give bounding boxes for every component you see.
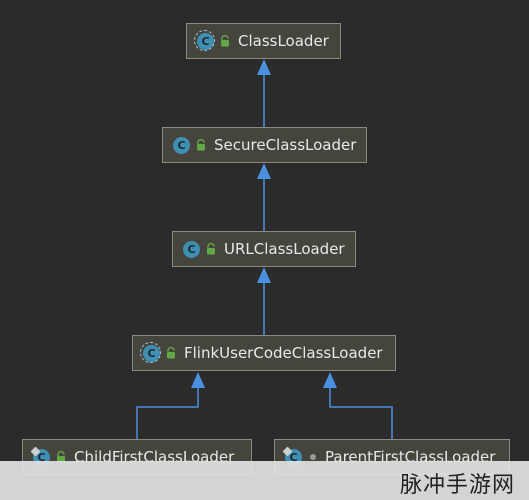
public-lock-icon (207, 243, 215, 255)
node-label: URLClassLoader (224, 239, 345, 258)
class-icon: C (173, 136, 190, 154)
node-label: SecureClassLoader (214, 135, 357, 154)
edge-childfirst-to-flink (136, 386, 199, 439)
edge-parentfirst-to-flink (329, 386, 393, 439)
node-label: FlinkUserCodeClassLoader (184, 343, 383, 362)
package-private-dot-icon (310, 454, 316, 460)
public-lock-icon (167, 347, 175, 359)
node-classloader[interactable]: C ClassLoader (186, 23, 341, 59)
arrowhead-flink-right (323, 372, 337, 388)
arrowhead-secure (257, 163, 271, 179)
arrowhead-url (257, 267, 271, 283)
public-lock-icon (221, 35, 229, 47)
node-secureclassloader[interactable]: C SecureClassLoader (162, 127, 367, 163)
node-urlclassloader[interactable]: C URLClassLoader (172, 231, 356, 267)
node-label: ParentFirstClassLoader (325, 447, 496, 466)
class-icon: C (183, 240, 200, 258)
node-flinkusercodeclassloader[interactable]: C FlinkUserCodeClassLoader (132, 335, 396, 371)
watermark-banner: 脉冲手游网 (0, 461, 529, 500)
arrowhead-flink-left (191, 372, 205, 388)
public-lock-icon (57, 451, 65, 463)
node-label: ClassLoader (238, 31, 329, 50)
arrowhead-classloader (257, 59, 271, 75)
public-lock-icon (197, 139, 205, 151)
watermark-text: 脉冲手游网 (399, 473, 515, 498)
abstract-class-icon: C (194, 29, 215, 51)
node-label: ChildFirstClassLoader (74, 447, 235, 466)
abstract-class-icon: C (140, 341, 161, 363)
